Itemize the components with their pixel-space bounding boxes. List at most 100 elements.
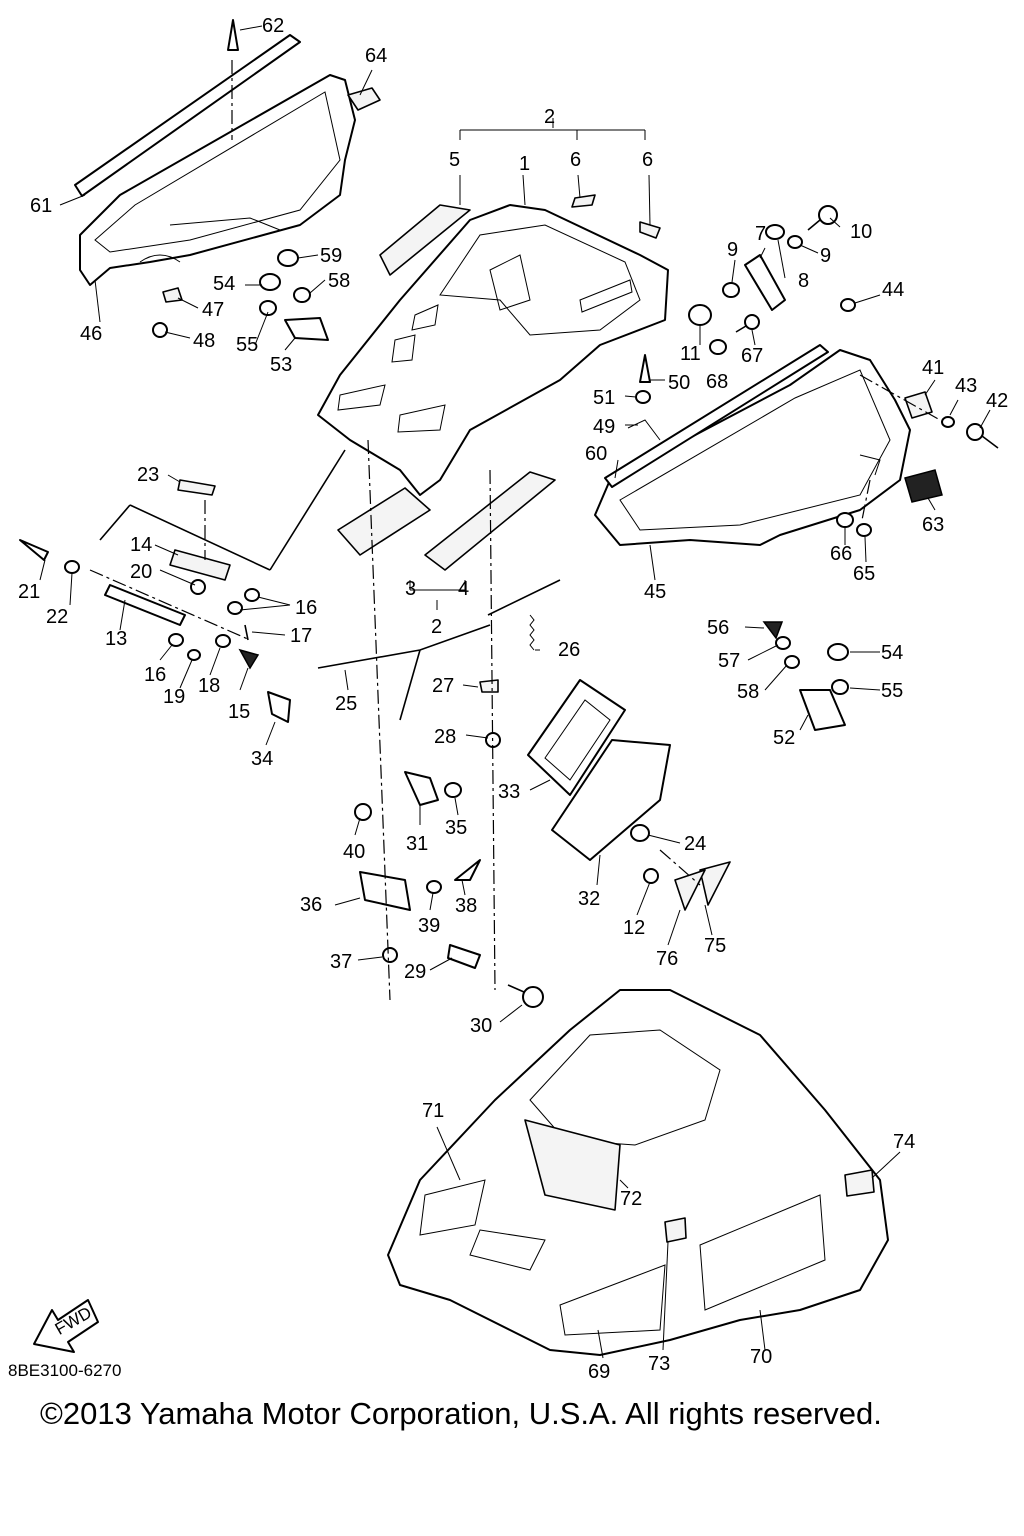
callout: 45 [644, 581, 666, 603]
callout: 55 [881, 680, 903, 702]
duct-33 [527, 679, 626, 796]
bolt-59 [277, 249, 299, 267]
callout: 38 [455, 895, 477, 917]
callout: 46 [80, 323, 102, 345]
callout: 3 [405, 578, 416, 600]
bolt-30 [507, 984, 544, 1008]
callout: 34 [251, 748, 273, 770]
drawing-code: 8BE3100-6270 [8, 1361, 121, 1380]
callout: 17 [290, 625, 312, 647]
callout: 67 [741, 345, 763, 367]
pin-17 [244, 624, 249, 641]
panel-3 [337, 487, 431, 556]
callout: 53 [270, 354, 292, 376]
callouts: 2 1 5 6 6 7 8 9 9 10 11 12 13 14 15 16 1… [18, 15, 1008, 1383]
leader-lines [39, 25, 991, 1359]
rubber-63 [904, 469, 943, 503]
callout: 54 [881, 642, 903, 664]
grommet-11 [688, 304, 712, 326]
washer-39 [426, 880, 442, 894]
callout: 5 [449, 149, 460, 171]
bolt-10 [807, 205, 838, 231]
callout: 23 [137, 464, 159, 486]
callout: 2 [544, 106, 555, 128]
wingnut-56 [762, 621, 784, 640]
callout: 10 [850, 221, 872, 243]
callout: 24 [684, 833, 706, 855]
side-panel-46 [79, 74, 356, 286]
bracket-49 [627, 419, 661, 441]
latch-36 [359, 871, 411, 911]
bolt-48 [152, 322, 168, 338]
callout: 62 [262, 15, 284, 37]
callout: 49 [593, 416, 615, 438]
fwd-arrow-icon: FWD [33, 1299, 99, 1353]
label-23 [177, 479, 216, 496]
callout: 9 [820, 245, 831, 267]
callout: 63 [922, 514, 944, 536]
callout: 15 [228, 701, 250, 723]
callout: 27 [432, 675, 454, 697]
callout: 68 [706, 371, 728, 393]
callout: 35 [445, 817, 467, 839]
callout: 7 [755, 223, 766, 245]
callout: 36 [300, 894, 322, 916]
callout: 6 [570, 149, 581, 171]
nut-54 [259, 273, 281, 291]
clip-6b [639, 221, 661, 239]
callout: 25 [335, 693, 357, 715]
rivet-38 [454, 859, 481, 881]
hood-1 [317, 204, 669, 496]
duct-32 [551, 739, 671, 861]
washer-55 [259, 300, 277, 316]
callout: 74 [893, 1131, 915, 1153]
callout: 11 [680, 343, 701, 365]
callout: 61 [30, 195, 52, 217]
rivet-50 [639, 354, 651, 383]
callout: 69 [588, 1361, 610, 1383]
washer-58 [293, 287, 311, 303]
bracket-41 [904, 391, 933, 419]
callout: 21 [18, 581, 40, 603]
bolt-20 [190, 579, 206, 595]
callout: 42 [986, 390, 1008, 412]
tape-76 [674, 869, 706, 911]
clip-47 [162, 287, 183, 303]
clip-6a [571, 194, 596, 208]
callout: 30 [470, 1015, 492, 1037]
callout: 41 [922, 357, 944, 379]
bolt-67 [735, 314, 760, 333]
callout: 58 [737, 681, 759, 703]
callout: 64 [365, 45, 387, 67]
bolt-12 [643, 868, 659, 884]
washer-57 [775, 636, 791, 650]
spacer-24 [630, 824, 650, 842]
callout: 28 [434, 726, 456, 748]
nut-66 [836, 512, 854, 528]
washer-22 [64, 560, 80, 574]
washer-16a [244, 588, 260, 602]
washer-51 [635, 390, 651, 404]
callout: 52 [773, 727, 795, 749]
callout: 48 [193, 330, 215, 352]
washer-58b [784, 655, 800, 669]
tape-75 [699, 861, 731, 906]
callout: 1 [519, 153, 530, 175]
plate-14 [169, 549, 231, 581]
spring-26 [529, 614, 535, 651]
callout: 54 [213, 273, 235, 295]
callout: 50 [668, 372, 690, 394]
callout: 13 [105, 628, 127, 650]
callout: 4 [458, 578, 469, 600]
callout: 76 [656, 948, 678, 970]
nut-18 [215, 634, 231, 648]
callout: 33 [498, 781, 520, 803]
callout: 14 [130, 534, 152, 556]
callout: 58 [328, 270, 350, 292]
bracket-13 [104, 584, 186, 626]
bracket-52 [799, 689, 846, 731]
callout: 20 [130, 561, 152, 583]
callout: 73 [648, 1353, 670, 1375]
callout: 26 [558, 639, 580, 661]
